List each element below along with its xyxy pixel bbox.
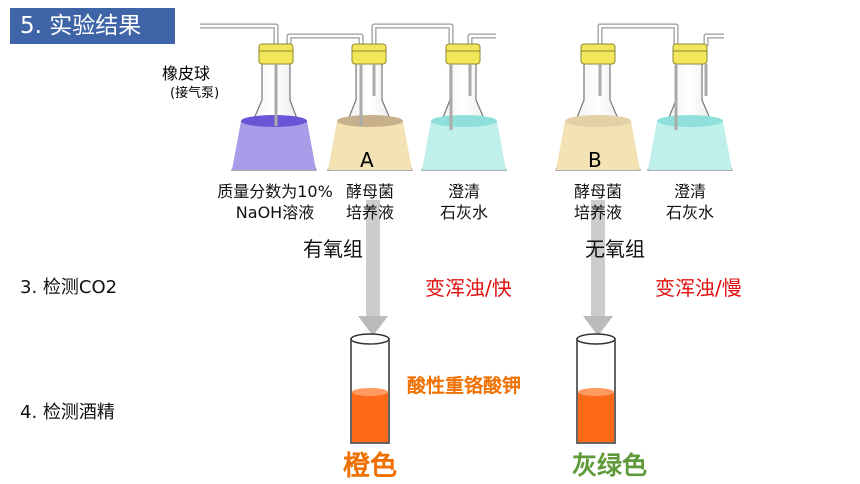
caption-lime-b-1: 澄清 xyxy=(673,182,706,201)
flask-yeast-a xyxy=(327,43,413,171)
flask-limewater-a xyxy=(421,43,507,171)
color-result-anaerobic: 灰绿色 xyxy=(572,451,648,480)
flask-limewater-b xyxy=(647,43,733,171)
result-co2-aerobic: 变浑浊/快 xyxy=(425,276,512,300)
caption-yeast-a-1: 酵母菌 xyxy=(345,182,394,201)
caption-naoh-2: NaOH溶液 xyxy=(235,203,315,222)
row-label-co2: 3. 检测CO2 xyxy=(20,277,118,298)
test-tube-anaerobic xyxy=(576,333,616,444)
caption-lime-a-1: 澄清 xyxy=(447,182,480,201)
result-co2-anaerobic: 变浑浊/慢 xyxy=(655,276,742,300)
group-aerobic: 有氧组 xyxy=(303,237,363,261)
tubing-group-a-inner xyxy=(200,24,496,46)
caption-yeast-b-1: 酵母菌 xyxy=(573,182,622,201)
caption-lime-a-2: 石灰水 xyxy=(439,203,488,222)
flask-yeast-b xyxy=(555,43,641,171)
pump-label: 橡皮球 xyxy=(162,64,211,83)
tubing-group-b-inner xyxy=(598,24,724,46)
group-anaerobic: 无氧组 xyxy=(585,237,645,261)
caption-naoh-1: 质量分数为10% xyxy=(217,182,333,201)
flask-label-b: B xyxy=(588,148,602,172)
arrow-anaerobic xyxy=(583,200,613,336)
row-label-alcohol: 4. 检测酒精 xyxy=(20,402,115,423)
color-result-aerobic: 橙色 xyxy=(343,451,397,482)
page-title: 5. 实验结果 xyxy=(10,8,175,44)
reagent-label: 酸性重铬酸钾 xyxy=(407,375,522,397)
flask-naoh xyxy=(231,43,317,171)
caption-yeast-b-2: 培养液 xyxy=(573,203,622,222)
test-tube-aerobic xyxy=(350,333,390,444)
caption-lime-b-2: 石灰水 xyxy=(665,203,714,222)
flask-label-a: A xyxy=(360,148,374,172)
arrow-aerobic xyxy=(358,200,388,336)
pump-sublabel: (接气泵) xyxy=(170,86,220,101)
caption-yeast-a-2: 培养液 xyxy=(345,203,394,222)
